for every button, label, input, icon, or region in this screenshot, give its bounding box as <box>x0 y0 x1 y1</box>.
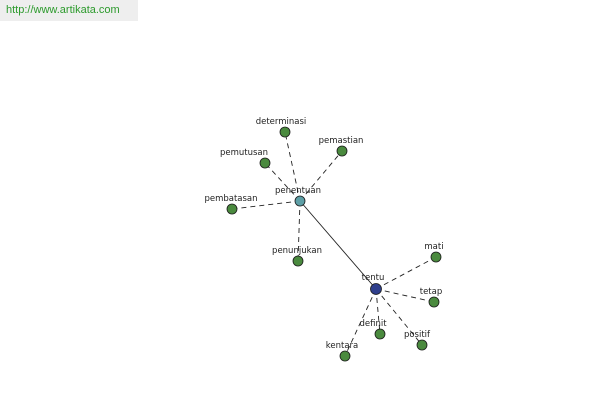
node-label-kentara: kentara <box>326 341 358 351</box>
node-determinasi[interactable] <box>279 126 291 138</box>
edge-penentuan-penunjukan <box>297 200 301 262</box>
graph-nodes <box>226 126 442 362</box>
edge-tentu-penentuan <box>299 200 377 290</box>
node-pemastian[interactable] <box>336 145 348 157</box>
node-positif[interactable] <box>416 339 428 351</box>
node-label-determinasi: determinasi <box>256 117 307 127</box>
edge-tentu-positif <box>375 288 423 346</box>
node-label-definit: definit <box>359 319 387 329</box>
graph-edges <box>231 131 437 357</box>
edge-penentuan-pembatasan <box>231 200 301 210</box>
edge-tentu-definit <box>375 288 381 335</box>
node-label-pemutusan: pemutusan <box>220 148 268 158</box>
node-tetap[interactable] <box>428 296 440 308</box>
edge-tentu-mati <box>375 256 437 290</box>
node-kentara[interactable] <box>339 350 351 362</box>
node-label-tentu: tentu <box>362 273 385 283</box>
node-penunjukan[interactable] <box>292 255 304 267</box>
node-label-tetap: tetap <box>420 287 443 297</box>
node-definit[interactable] <box>374 328 386 340</box>
node-mati[interactable] <box>430 251 442 263</box>
node-label-mati: mati <box>424 242 443 252</box>
node-tentu[interactable] <box>370 283 382 295</box>
edge-penentuan-pemastian <box>299 150 343 202</box>
node-pembatasan[interactable] <box>226 203 238 215</box>
node-label-pemastian: pemastian <box>319 136 364 146</box>
node-penentuan[interactable] <box>294 195 306 207</box>
graph-labels: tentu penentuan determinasi pemastian pemutu… <box>204 117 443 351</box>
edge-penentuan-determinasi <box>284 131 301 202</box>
node-pemutusan[interactable] <box>259 157 271 169</box>
edge-tentu-kentara <box>344 288 377 357</box>
node-label-penunjukan: penunjukan <box>272 246 322 256</box>
node-label-penentuan: penentuan <box>275 186 321 196</box>
watermark-link[interactable]: http://www.artikata.com <box>0 0 138 21</box>
node-label-pembatasan: pembatasan <box>204 194 257 204</box>
edge-tentu-tetap <box>375 288 435 303</box>
node-label-positif: positif <box>404 330 431 340</box>
